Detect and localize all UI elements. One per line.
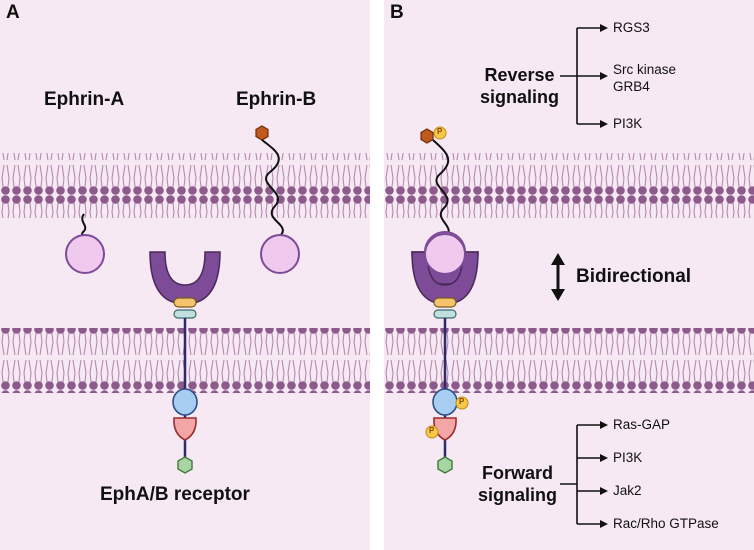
forward-title-line1: Forward [482,463,554,483]
phospho-label-receptor-2: P [429,426,435,435]
reverse-arrowheads [600,24,608,128]
lower-membrane-b [384,328,754,393]
phospho-label-ligand: P [437,127,443,136]
bidirectional-label: Bidirectional [576,266,692,287]
reverse-target-grb4: GRB4 [613,79,650,94]
panel-b: B P P P Reverse signaling RGS3 Src kinas… [384,0,754,550]
forward-signaling-title: Forward signaling [478,462,557,506]
receptor-label: EphA/B receptor [100,484,250,505]
eph-receptor [149,251,221,474]
forward-arrowheads [600,421,608,528]
reverse-target-pi3k: PI3K [613,116,643,131]
panel-a-illustration [0,125,370,474]
forward-target-ras-gap: Ras-GAP [613,417,671,432]
forward-target-rac-rho: Rac/Rho GTPase [613,516,719,531]
ephrin-b-ligand [255,125,300,274]
forward-target-pi3k: PI3K [613,450,643,465]
reverse-signaling-title: Reverse signaling [480,64,559,108]
reverse-bracket [560,27,602,125]
panel-b-illustration [384,24,754,528]
panel-b-letter: B [390,2,404,23]
panel-a: A Ephrin-A Ephrin-B EphA/B receptor [0,0,370,550]
bidirectional-arrow [551,253,565,301]
forward-target-jak2: Jak2 [613,483,642,498]
reverse-title-line2: signaling [480,87,560,107]
phospho-label-receptor-1: P [459,397,465,406]
reverse-target-src-kinase: Src kinase [613,62,677,77]
ephrin-b-hexagon [255,125,269,141]
upper-membrane [0,153,370,218]
forward-bracket [560,424,602,525]
reverse-title-line1: Reverse [484,65,555,85]
eph-receptor-b [411,233,479,474]
ephrin-a-ligand [65,213,105,274]
reverse-target-rgs3: RGS3 [613,20,650,35]
ephrin-a-label: Ephrin-A [44,89,125,110]
panel-a-letter: A [6,2,20,23]
forward-title-line2: signaling [478,485,558,505]
ephrin-b-label: Ephrin-B [236,89,317,110]
